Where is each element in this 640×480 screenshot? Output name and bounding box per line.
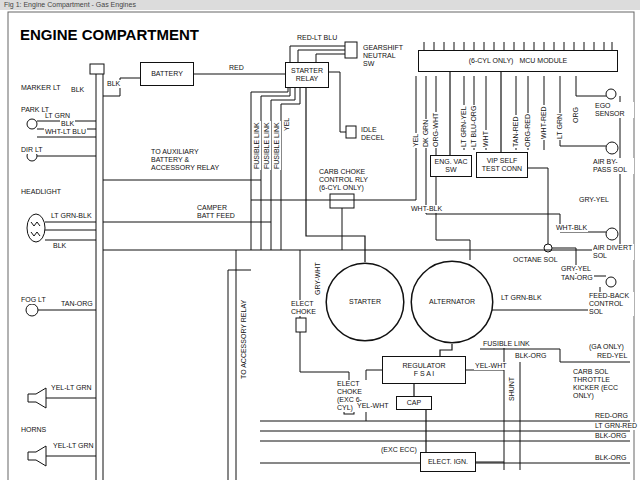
- diagram-label: BLK-ORG: [594, 454, 628, 462]
- diagram-label: BLK: [70, 86, 85, 94]
- diagram-label: RED: [228, 64, 245, 72]
- diagram-label: YEL: [283, 117, 291, 132]
- diagram-label: ORG: [572, 106, 580, 124]
- diagram-label: DK GRN: [422, 119, 430, 148]
- diagram-label: AIR DIVERT SOL: [592, 244, 634, 260]
- diagram-label: WHT-LT BLU: [44, 128, 87, 136]
- diagram-label: LT GRN: [556, 113, 564, 140]
- component-label: STARTER: [349, 298, 381, 306]
- diagram-label: LT GRN-RED: [594, 422, 638, 430]
- diagram-title: ENGINE COMPARTMENT: [18, 26, 201, 43]
- component-label: ALTERNATOR: [429, 298, 475, 306]
- component-box: (6-CYL ONLY) MCU MODULE: [418, 50, 618, 72]
- diagram-label: FUSIBLE LINK: [482, 340, 531, 348]
- component-label: ELECT. IGN.: [428, 458, 468, 466]
- figure-caption: Fig 1: Engine Compartment - Gas Engines: [4, 0, 136, 9]
- diagram-label: ORG-WHT: [432, 112, 440, 148]
- component-box: STARTER RELAY: [285, 62, 329, 88]
- diagram-label: GRY-WHT: [314, 261, 322, 296]
- diagram-label: LT GRN: [44, 112, 71, 120]
- component-label: MCU MODULE: [519, 57, 567, 65]
- diagram-label: OCTANE SOL: [512, 256, 559, 264]
- diagram-label: SHUNT: [508, 376, 516, 402]
- diagram-label: RED-YEL: [596, 352, 628, 360]
- diagram-label: CAMPER BATT FEED: [196, 204, 238, 220]
- wire-connector: [440, 344, 452, 356]
- diagram-label: AIR BY-PASS SOL: [592, 158, 634, 174]
- diagram-label: YEL-LT GRN: [50, 384, 93, 392]
- diagram-label: HEADLIGHT: [20, 188, 62, 196]
- diagram-label: GRY-YEL: [560, 265, 592, 273]
- diagram-label: LT GRN-BLK: [50, 212, 93, 220]
- component-label: REGULATOR: [403, 362, 446, 370]
- diagram-label: GEARSHIFT NEUTRAL SW: [362, 44, 408, 68]
- diagram-label: GRY-YEL: [578, 196, 610, 204]
- diagram-label: BLK: [52, 242, 67, 250]
- diagram-label: YEL-WHT: [474, 362, 508, 370]
- diagram-label: ORG-RED: [524, 113, 532, 148]
- wire-connector: [425, 410, 426, 452]
- diagram-label: ELECT CHOKE: [290, 300, 324, 316]
- diagram-label: WHT-BLK: [555, 224, 588, 232]
- component-box: BATTERY: [140, 62, 194, 86]
- diagram-label: BLK: [106, 80, 121, 88]
- diagram-label: HORNS: [20, 426, 47, 434]
- diagram-label: IDLE DECEL: [360, 126, 390, 142]
- component-box: VIP SELF TEST CONN: [476, 152, 528, 178]
- diagram-label: MARKER LT: [20, 84, 62, 92]
- component-label: F S A I: [414, 370, 435, 378]
- diagram-label: TO ACCESSORY RELAY: [240, 299, 248, 380]
- diagram-label: EGO SENSOR: [594, 102, 634, 118]
- component-box: ENG. VAC SW: [430, 155, 472, 177]
- diagram-label: (GA ONLY): [588, 343, 625, 351]
- diagram-label: RED-LT BLU: [296, 34, 338, 42]
- diagram-label: WHT: [482, 130, 490, 148]
- component-circle: ALTERNATOR: [410, 260, 494, 344]
- diagram-label: TAN-RED: [512, 115, 520, 148]
- wire-connector: [500, 72, 501, 152]
- diagram-label: TAN-ORG: [60, 300, 94, 308]
- diagram-label: FOG LT: [20, 296, 47, 304]
- diagram-label: LT BLU-ORG: [470, 105, 478, 148]
- diagram-label: RED-ORG: [594, 412, 629, 420]
- diagram-label: BLK-ORG: [514, 352, 548, 360]
- wire-connector: [449, 72, 450, 155]
- component-label: ENG. VAC SW: [433, 158, 469, 174]
- wire-connector: [413, 384, 414, 396]
- diagram-label: FUSIBLE LINK: [253, 121, 261, 170]
- diagram-label: YEL-WHT: [356, 402, 390, 410]
- diagram-label: CARB SOL THROTTLE KICKER (ECC ONLY): [572, 368, 630, 400]
- diagram-label: WHT-RED: [540, 105, 548, 140]
- diagram-label: FUSIBLE LINK: [263, 121, 271, 170]
- diagram-label: LT GRN-BLK: [500, 294, 543, 302]
- component-circle: STARTER: [325, 262, 405, 342]
- diagram-label: DIR LT: [20, 146, 44, 154]
- diagram-label: WHT-BLK: [410, 205, 443, 213]
- diagram-label: CARB CHOKE CONTROL RLY (6-CYL ONLY): [318, 168, 378, 192]
- diagram-label: (EXC ECC): [380, 446, 418, 454]
- diagram-label: LT GRN-YEL: [460, 105, 468, 148]
- diagram-label: TO AUXILIARY BATTERY & ACCESSORY RELAY: [150, 148, 222, 172]
- component-label: VIP SELF TEST CONN: [479, 157, 525, 173]
- diagram-label: FUSIBLE LINK: [273, 121, 281, 170]
- component-label: CAP: [407, 399, 421, 407]
- component-box: REGULATORF S A I: [382, 356, 466, 384]
- diagram-label: FEED-BACK CONTROL SOL: [588, 292, 634, 316]
- diagram-label: TAN-ORG: [560, 274, 594, 282]
- component-box: CAP: [396, 396, 432, 410]
- component-label: BATTERY: [151, 70, 183, 78]
- diagram-label: BLK: [60, 120, 75, 128]
- diagram-label: YEL: [412, 133, 420, 148]
- wire-connector: [194, 73, 285, 74]
- component-label: STARTER RELAY: [288, 67, 326, 83]
- component-box: ELECT. IGN.: [420, 452, 476, 472]
- diagram-label: YEL-LT GRN: [52, 442, 95, 450]
- diagram-label: BLK-ORG: [594, 432, 628, 440]
- component-label: (6-CYL ONLY): [469, 57, 514, 65]
